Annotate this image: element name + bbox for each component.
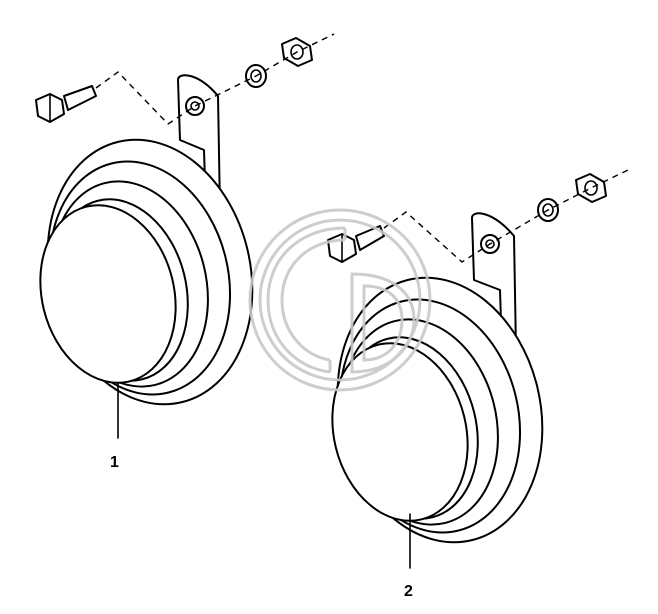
horn-2-nut xyxy=(575,173,607,203)
horn-2 xyxy=(327,169,629,569)
gp-logo-watermark-icon xyxy=(248,208,432,392)
horn-1-front-cover xyxy=(39,204,177,384)
horn-1 xyxy=(35,33,335,439)
horn-1-bracket-hole xyxy=(185,96,205,116)
callout-label-1: 1 xyxy=(110,454,119,471)
horn-2-bolt xyxy=(327,225,385,263)
callout-label-2: 2 xyxy=(404,583,413,600)
horn-1-bolt xyxy=(35,85,97,123)
horn-2-assembly-line xyxy=(383,169,629,263)
horn-1-assembly-line xyxy=(95,33,335,125)
